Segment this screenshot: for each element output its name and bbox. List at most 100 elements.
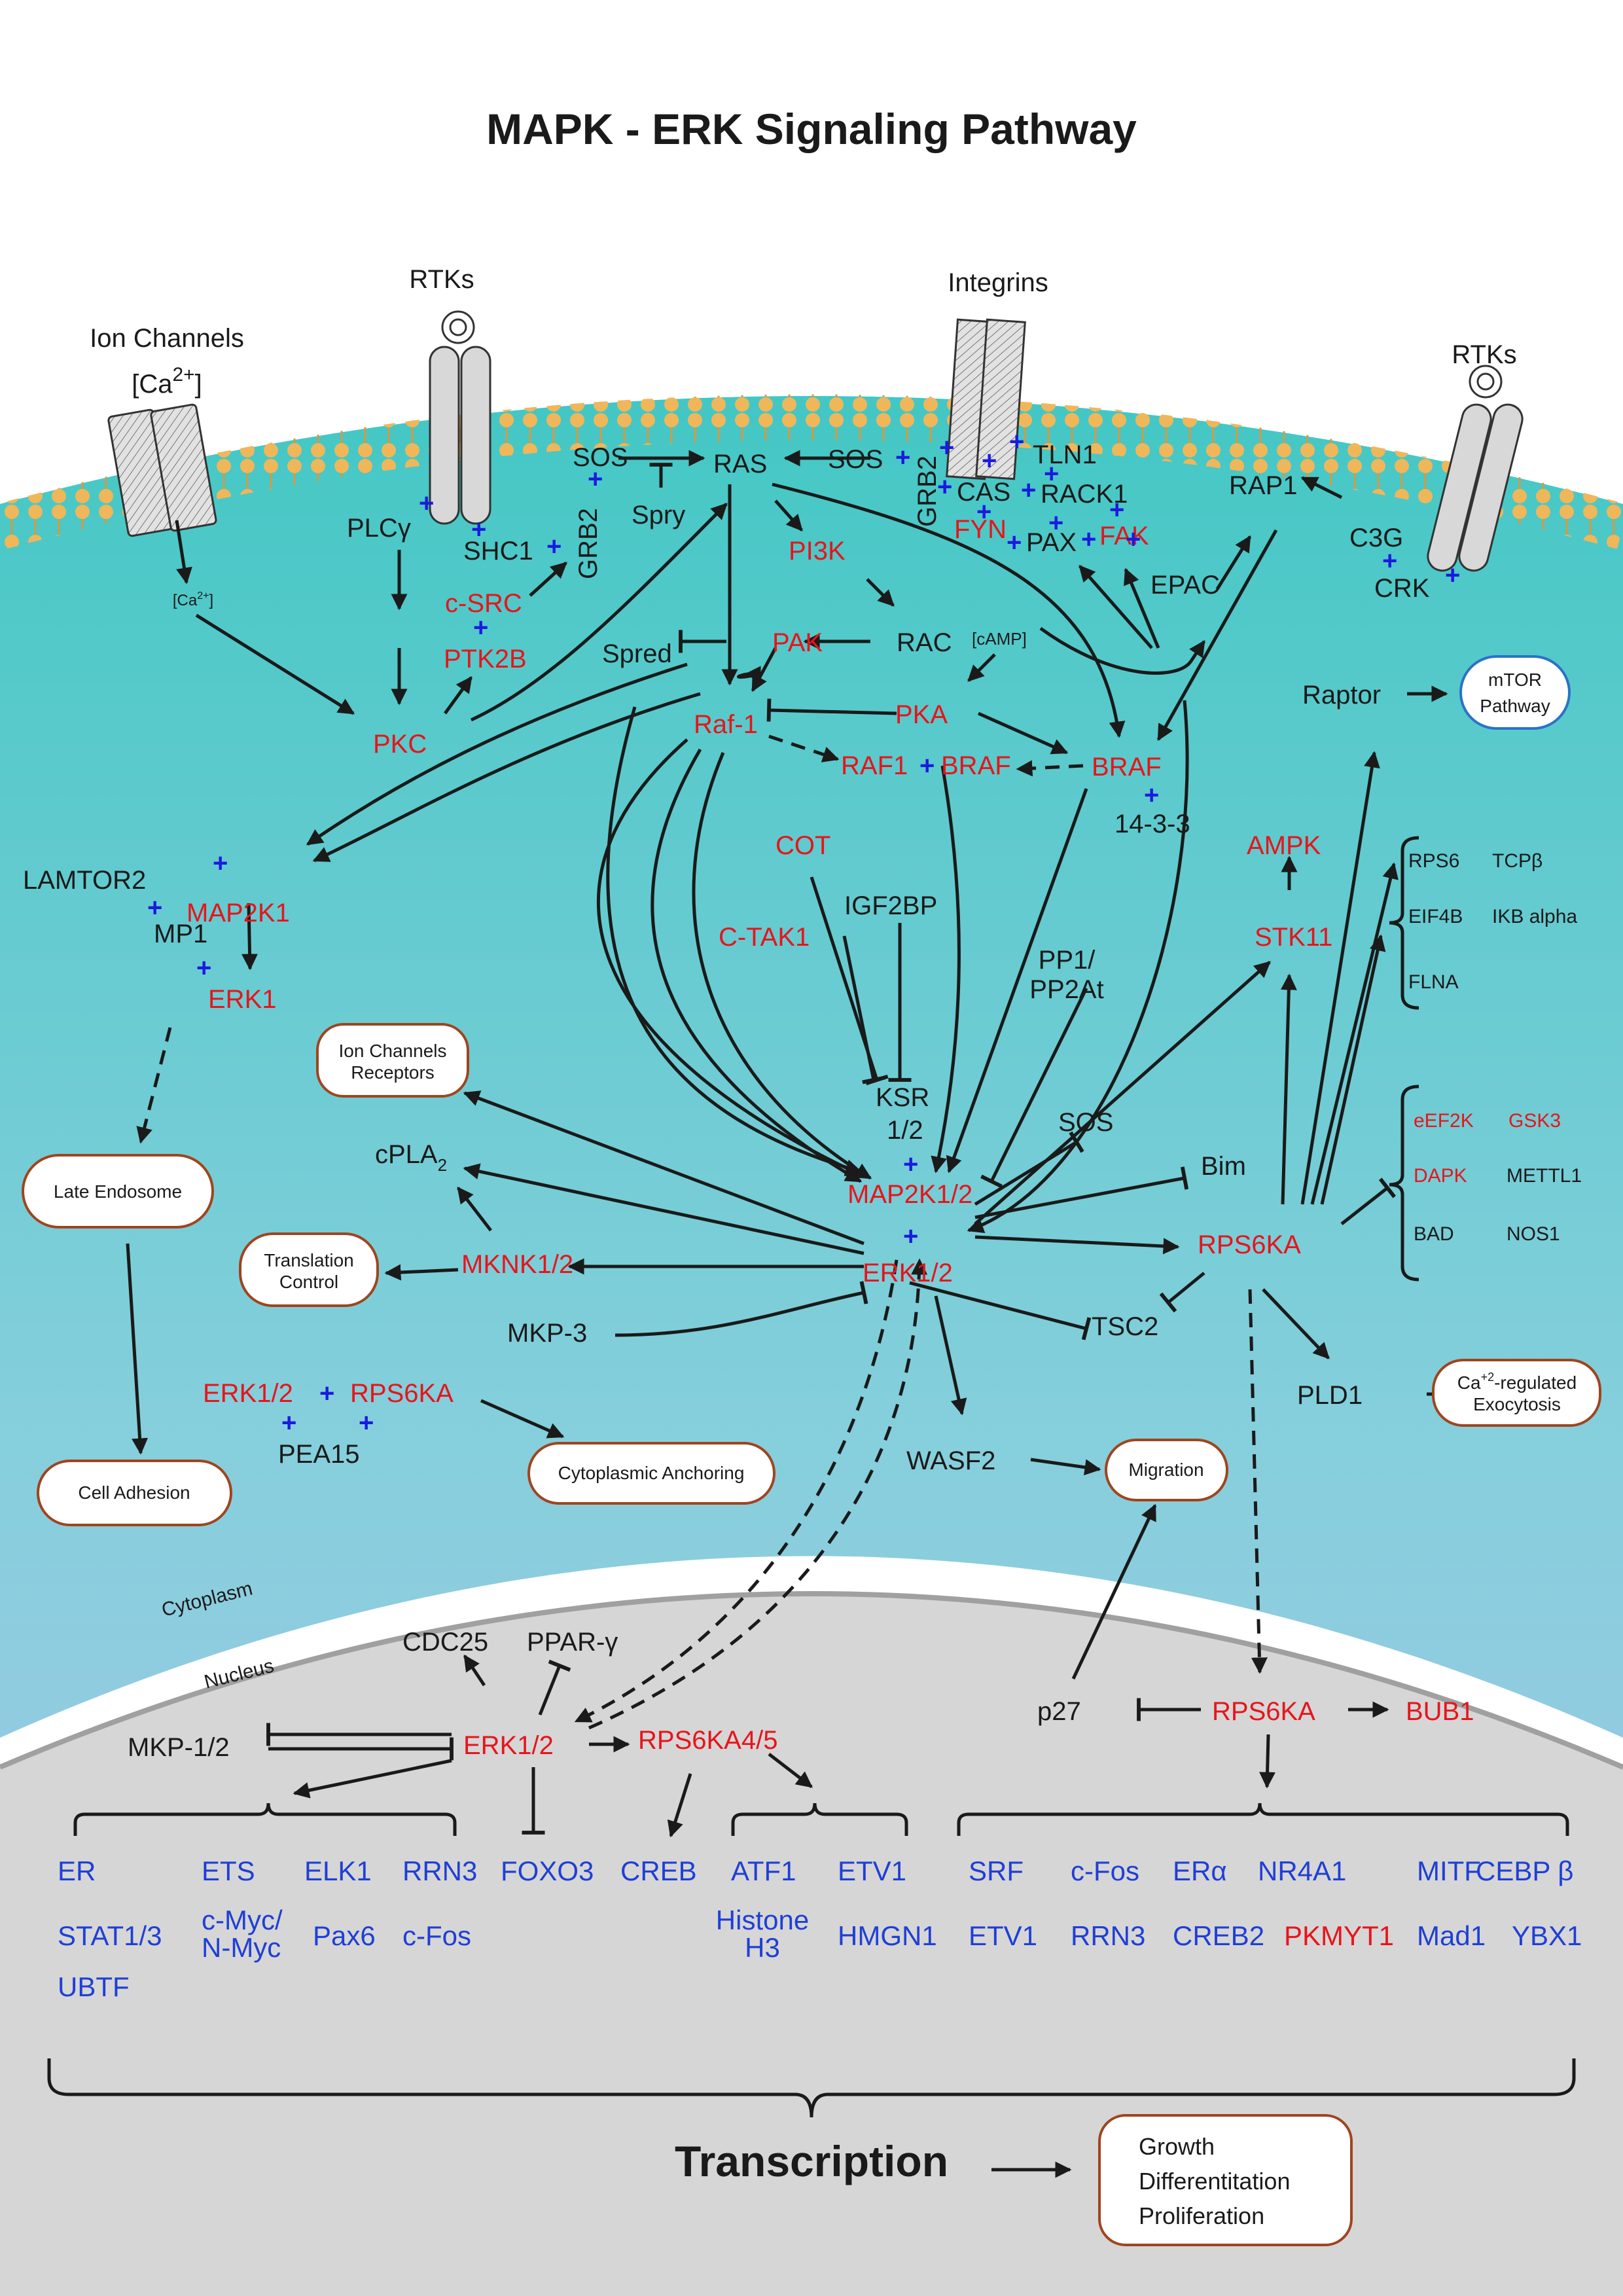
target-er-alpha: ERα bbox=[1173, 1856, 1227, 1886]
plus-sign: + bbox=[1081, 525, 1096, 554]
target-c-myc: c-Myc/ bbox=[202, 1905, 283, 1935]
node-map2k1-2: MAP2K1/2 bbox=[847, 1180, 972, 1209]
node-mettl1: METTL1 bbox=[1507, 1165, 1582, 1187]
plus-sign: + bbox=[903, 1150, 918, 1179]
target-mad1: Mad1 bbox=[1417, 1920, 1486, 1951]
plus-sign: + bbox=[1144, 781, 1159, 810]
mtor-label: mTOR bbox=[1488, 670, 1542, 690]
calcium-label: [Ca2+] bbox=[132, 364, 202, 399]
target-pax6: Pax6 bbox=[313, 1920, 376, 1951]
node-rps6ka-pea: RPS6KA bbox=[350, 1379, 454, 1408]
target-ets: ETS bbox=[202, 1856, 255, 1886]
node-fak: FAK bbox=[1099, 522, 1149, 550]
node-spry: Spry bbox=[632, 501, 685, 529]
transcription-label: Transcription bbox=[675, 2137, 948, 2185]
node-pka: PKA bbox=[895, 700, 948, 729]
target-cebp-beta: CEBP β bbox=[1476, 1856, 1573, 1886]
plus-sign: + bbox=[1007, 528, 1022, 557]
node-ksr-num: 1/2 bbox=[887, 1116, 923, 1145]
box-label: Cytoplasmic Anchoring bbox=[558, 1463, 745, 1483]
cell-membrane bbox=[0, 394, 1623, 549]
node-rps6ka4-5: RPS6KA4/5 bbox=[638, 1726, 777, 1755]
node-stk11: STK11 bbox=[1255, 923, 1332, 952]
node-plcg: PLCγ bbox=[347, 514, 411, 543]
node-raf-1: Raf-1 bbox=[694, 710, 758, 739]
node-camp: [cAMP] bbox=[972, 629, 1027, 649]
node-rps6ka: RPS6KA bbox=[1198, 1230, 1301, 1259]
node-pax: PAX bbox=[1026, 528, 1077, 557]
rtk-left-receptor bbox=[429, 310, 491, 525]
nucleus-inner-edge bbox=[0, 1591, 1623, 1770]
plus-sign: + bbox=[147, 893, 162, 922]
node-ras: RAS bbox=[713, 450, 767, 478]
late-endosome-box: Late Endosome bbox=[22, 1154, 214, 1229]
target-foxo3: FOXO3 bbox=[501, 1856, 594, 1886]
node-eef2k: eEF2K bbox=[1414, 1110, 1474, 1132]
plus-sign: + bbox=[213, 849, 228, 878]
node-erk1-2: ERK1/2 bbox=[863, 1259, 953, 1287]
node-wasf2: WASF2 bbox=[906, 1446, 995, 1475]
plus-sign: + bbox=[471, 515, 486, 544]
box-label: Control bbox=[279, 1272, 338, 1292]
node-sos-left: SOS bbox=[573, 443, 628, 472]
integrins-receptor bbox=[946, 318, 1026, 480]
plus-sign: + bbox=[319, 1379, 334, 1408]
node-map2k1: MAP2K1 bbox=[187, 899, 290, 927]
node-raptor: Raptor bbox=[1302, 681, 1381, 709]
node-lamtor2: LAMTOR2 bbox=[23, 866, 146, 895]
node-pea15: PEA15 bbox=[278, 1440, 360, 1469]
receptor-labels: Ion Channels [Ca2+] [Ca2+] RTKs Integrin… bbox=[90, 265, 1517, 609]
red-nodes: c-SRC PTK2B PKC FYN FAK PI3K PAK PKA Raf… bbox=[187, 515, 1561, 1760]
exocytosis-box: Ca+2-regulated Exocytosis bbox=[1432, 1359, 1601, 1427]
node-mp1: MP1 bbox=[154, 920, 207, 948]
mtor-pathway-box[interactable]: mTOR Pathway bbox=[1459, 655, 1571, 730]
box-label: Ion Channels bbox=[338, 1041, 446, 1061]
translation-control-box: Translation Control bbox=[239, 1232, 379, 1307]
node-rac: RAC bbox=[897, 628, 952, 657]
target-pkmyt1: PKMYT1 bbox=[1284, 1920, 1394, 1951]
target-creb2: CREB2 bbox=[1173, 1920, 1264, 1951]
plus-sign: + bbox=[895, 443, 910, 472]
node-tln1: TLN1 bbox=[1033, 440, 1097, 469]
target-mitf: MITF bbox=[1417, 1856, 1481, 1886]
node-rap1: RAP1 bbox=[1229, 471, 1298, 500]
plus-signs: + + + + + + + + + + + + + + + + + + + + … bbox=[147, 427, 1460, 1437]
plus-sign: + bbox=[1382, 547, 1397, 575]
node-cas: CAS bbox=[957, 478, 1010, 507]
target-atf1: ATF1 bbox=[731, 1856, 796, 1886]
target-er: ER bbox=[58, 1856, 96, 1886]
box-label: Receptors bbox=[351, 1062, 435, 1083]
node-cdc25: CDC25 bbox=[402, 1628, 488, 1657]
target-hmgn1: HMGN1 bbox=[838, 1920, 937, 1951]
target-rrn3-b: RRN3 bbox=[1071, 1920, 1145, 1951]
node-eif4b: EIF4B bbox=[1408, 906, 1463, 927]
box-label: Ca+2-regulated bbox=[1457, 1371, 1577, 1393]
plus-sign: + bbox=[281, 1408, 296, 1437]
node-erk1-2-pea: ERK1/2 bbox=[203, 1379, 293, 1408]
plus-sign: + bbox=[359, 1408, 374, 1437]
growth-differentiation-proliferation-box: Growth Differentitation Proliferation bbox=[1098, 2114, 1353, 2246]
node-rps6: RPS6 bbox=[1408, 850, 1459, 872]
plus-sign: + bbox=[1126, 525, 1141, 554]
node-grb2-mid: GRB2 bbox=[913, 456, 942, 527]
plus-sign: + bbox=[1009, 427, 1024, 456]
node-c3g: C3G bbox=[1349, 524, 1403, 552]
pathway-edges bbox=[126, 450, 1465, 2178]
node-c-tak1: C-TAK1 bbox=[719, 923, 810, 952]
node-braf-mid: BRAF bbox=[941, 751, 1011, 780]
target-srf: SRF bbox=[969, 1856, 1024, 1886]
node-pparg: PPAR-γ bbox=[527, 1628, 618, 1657]
plus-sign: + bbox=[1109, 495, 1124, 524]
box-label: Cell Adhesion bbox=[78, 1482, 190, 1503]
target-rrn3: RRN3 bbox=[402, 1856, 477, 1886]
plus-sign: + bbox=[903, 1222, 918, 1251]
node-raf1: RAF1 bbox=[841, 751, 908, 780]
node-erk1-2-nucleus: ERK1/2 bbox=[463, 1731, 554, 1760]
box-label: Late Endosome bbox=[54, 1181, 182, 1202]
node-bim: Bim bbox=[1201, 1152, 1246, 1181]
plus-sign: + bbox=[588, 465, 603, 493]
integrins-label: Integrins bbox=[948, 268, 1048, 297]
box-label: Exocytosis bbox=[1473, 1394, 1561, 1414]
plus-sign: + bbox=[939, 433, 954, 462]
plus-sign: + bbox=[1048, 509, 1063, 537]
